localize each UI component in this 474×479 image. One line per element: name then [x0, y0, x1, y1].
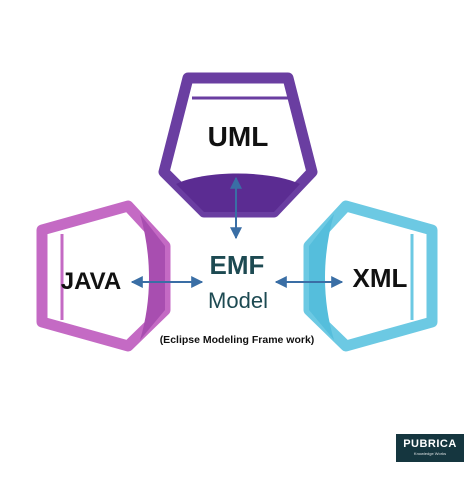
logo-text: PUBRICA: [403, 438, 457, 450]
logo-tagline: Knowledge Works: [413, 451, 447, 456]
uml-node: UML: [158, 72, 318, 218]
xml-label: XML: [353, 263, 408, 293]
emf-caption: (Eclipse Modeling Frame work): [160, 334, 315, 346]
pubrica-logo: PUBRICA Knowledge Works: [396, 434, 464, 462]
emf-subtitle: Model: [208, 288, 268, 313]
uml-label: UML: [208, 121, 269, 152]
java-label: JAVA: [61, 268, 121, 295]
emf-title: EMF: [210, 250, 265, 280]
java-node: JAVA: [36, 200, 171, 352]
xml-node: XML: [303, 200, 438, 352]
